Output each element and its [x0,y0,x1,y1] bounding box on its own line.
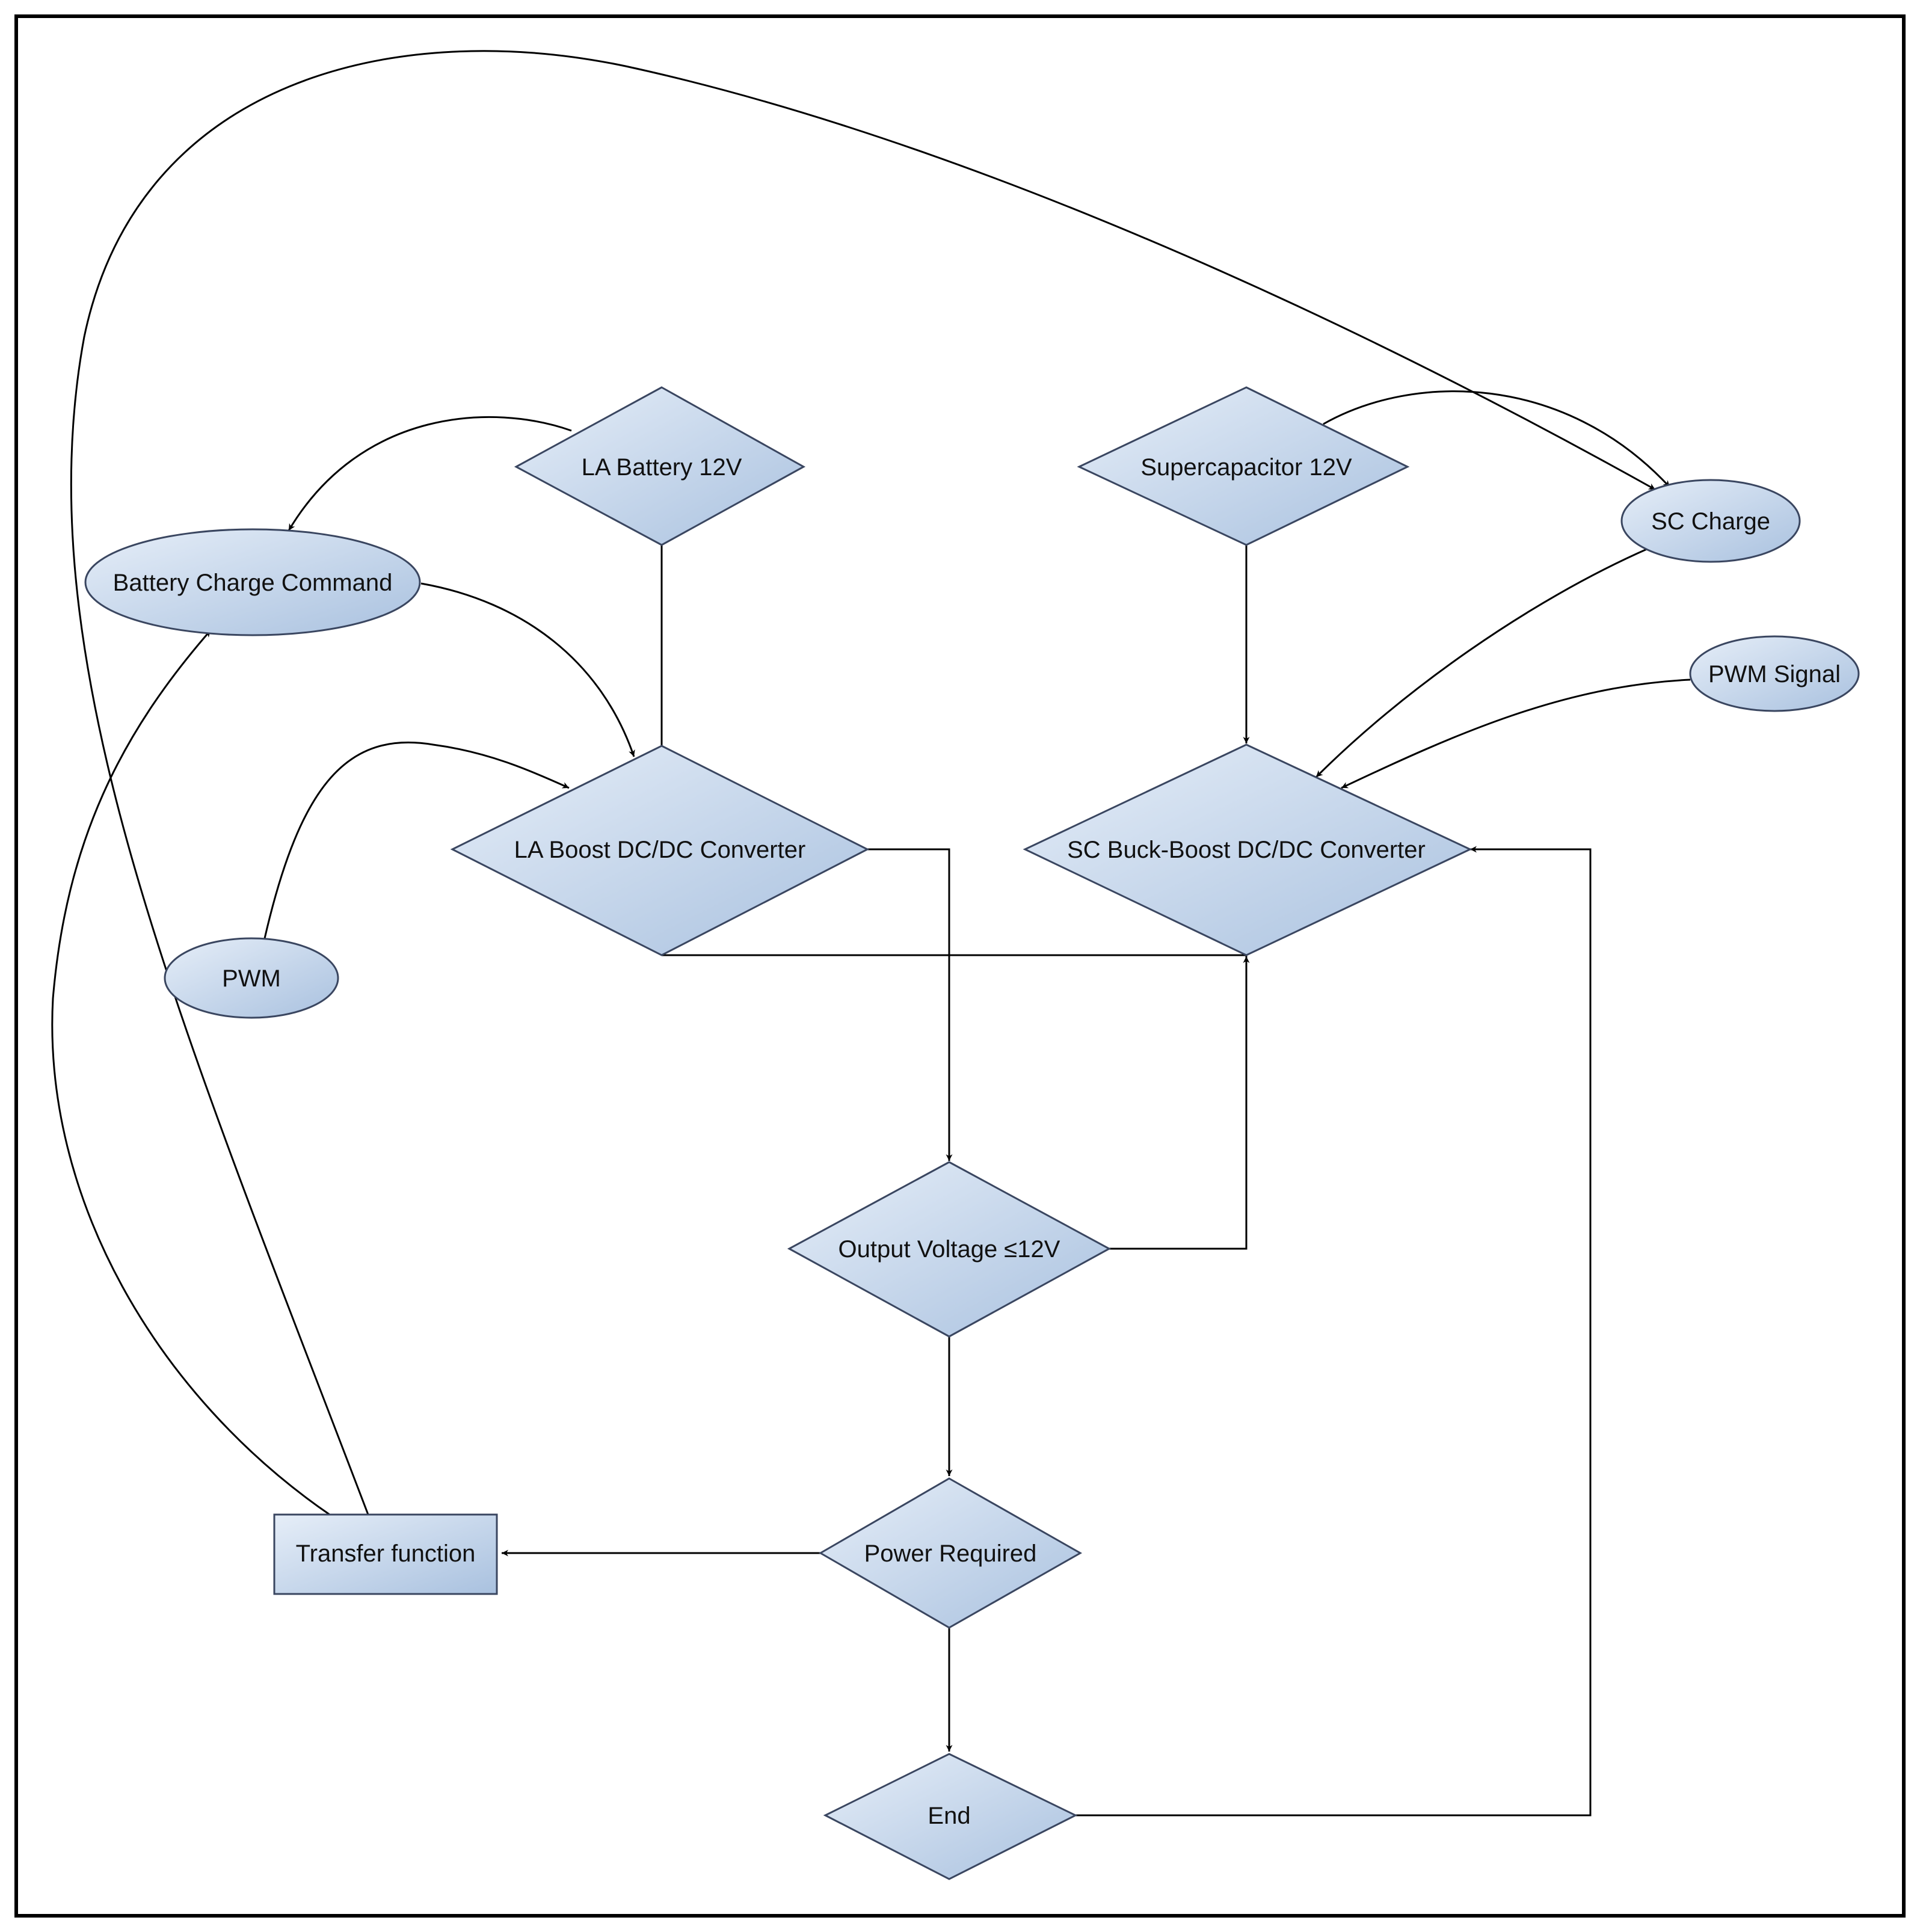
edge-output-voltage-to-sc-buck-boost [1109,956,1250,1250]
node-end-label: End [928,1803,970,1829]
node-battery-charge-command[interactable]: Battery Charge Command [84,528,421,636]
edge-pwm-signal-to-sc-buck-boost [1341,678,1691,789]
node-sc-charge-label: SC Charge [1651,508,1770,535]
edge-supercapacitor-to-sc-charge [1323,390,1671,488]
edge-la-boost-to-output-voltage [867,848,953,1161]
node-pwm-signal[interactable]: PWM Signal [1689,635,1860,712]
node-pwm-label: PWM [222,965,281,992]
node-output-voltage[interactable]: Output Voltage ≤12V [787,1161,1112,1338]
edge-transfer-function-to-battery-charge-command [51,630,330,1516]
node-transfer-function[interactable]: Transfer function [273,1513,498,1595]
edge-la-battery-to-battery-charge-command [288,416,572,531]
node-la-boost-converter-label: LA Boost DC/DC Converter [514,837,806,863]
edge-pwm-to-la-boost [263,741,570,939]
node-output-voltage-label: Output Voltage ≤12V [838,1236,1060,1263]
edge-end-to-sc-buck-boost [1075,846,1592,1817]
node-battery-charge-command-label: Battery Charge Command [113,570,393,596]
node-supercapacitor[interactable]: Supercapacitor 12V [1077,386,1410,546]
edge-sc-charge-to-sc-buck-boost [1315,547,1649,778]
node-pwm[interactable]: PWM [164,937,339,1019]
edges [51,50,1691,1817]
node-transfer-function-label: Transfer function [296,1540,476,1567]
node-power-required-label: Power Required [864,1540,1037,1567]
node-sc-charge[interactable]: SC Charge [1620,479,1801,563]
node-la-battery-label: LA Battery 12V [582,454,742,481]
node-power-required[interactable]: Power Required [819,1477,1083,1629]
node-supercapacitor-label: Supercapacitor 12V [1140,454,1352,481]
node-la-battery[interactable]: LA Battery 12V [514,386,806,546]
node-pwm-signal-label: PWM Signal [1708,661,1841,688]
node-end[interactable]: End [823,1753,1078,1880]
node-sc-buck-boost-converter-label: SC Buck-Boost DC/DC Converter [1067,837,1426,863]
edge-battery-charge-command-to-la-boost [420,582,635,757]
edge-transfer-function-to-sc-charge [70,50,1656,1515]
node-sc-buck-boost-converter[interactable]: SC Buck-Boost DC/DC Converter [1023,743,1472,956]
node-la-boost-converter[interactable]: LA Boost DC/DC Converter [450,745,870,956]
